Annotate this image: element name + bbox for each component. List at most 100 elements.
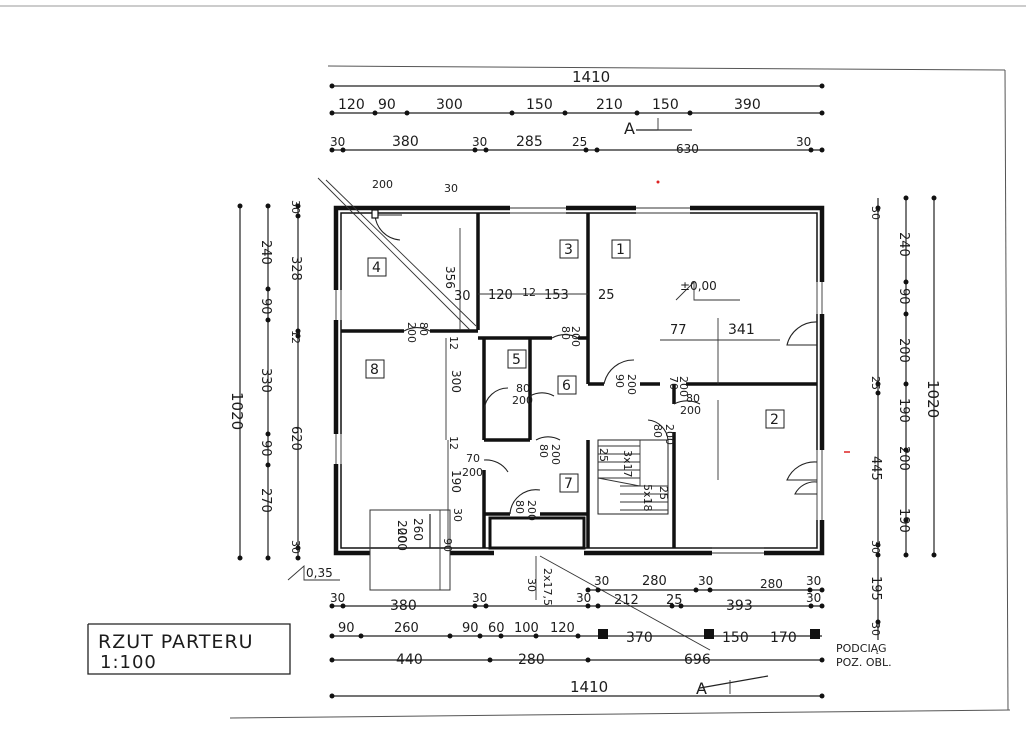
door-dim: 80: [537, 444, 550, 458]
inner-dim: 12: [522, 286, 536, 299]
room-8-label: 8: [370, 362, 379, 378]
bottom-r2-dim: 30: [576, 591, 591, 605]
top-row2-dim: 630: [676, 142, 699, 156]
door-dim: 200: [549, 444, 562, 465]
level-zero: ±0,00: [680, 279, 717, 293]
step-dim: 260: [411, 518, 425, 541]
left-dimensions: 1020 240 90 330 90 270 30 328 12 620 30: [228, 200, 303, 561]
overall-bottom-dim: 1410: [570, 678, 608, 696]
top-row1-dim: 90: [378, 97, 396, 113]
top-small-dim: 200: [372, 178, 393, 191]
bottom-r2-dim: 25: [666, 593, 683, 608]
interior-dimensions: 356 300 30 120 12 153 25 77 341 12 190 1…: [395, 228, 780, 606]
inner-dim: 120: [488, 288, 513, 303]
top-dimensions: 1410 120 90 300 150 210 150 390 30 380 3…: [329, 68, 825, 195]
right-outer-dim: 30: [869, 622, 882, 636]
level-markers: ±0,00 0,35: [287, 279, 740, 581]
left-outer-dim: 12: [289, 330, 302, 344]
right-outer-dim: 195: [868, 576, 883, 601]
left-outer-dim: 620: [288, 426, 303, 451]
left-inner-dim: 90: [258, 298, 273, 315]
door-dim: 80: [516, 382, 530, 395]
inner-dim: 190: [449, 470, 463, 493]
top-row2-dim: 30: [472, 135, 487, 149]
door-dim: 200: [525, 500, 538, 521]
bottom-r4-dim: 440: [396, 652, 423, 668]
right-outer-dim: 30: [869, 206, 882, 220]
bottom-r3-dim: 150: [722, 630, 749, 646]
entrance-steps: 260 200 90 30: [369, 508, 464, 591]
top-row2-dim: 30: [796, 135, 811, 149]
right-inner-dim: 240: [896, 232, 911, 257]
room-4-label: 4: [372, 260, 381, 276]
door-dim: 200: [462, 466, 483, 479]
bottom-r1-dim: 30: [806, 574, 821, 588]
door-dim: 80: [651, 424, 664, 438]
room-2-label: 2: [770, 412, 779, 428]
right-inner-dim: 190: [896, 398, 911, 423]
red-mark: [656, 180, 660, 184]
door-dim: 200: [625, 374, 638, 395]
top-row1-dim: 300: [436, 97, 463, 113]
inner-dim: 2x17,5: [541, 568, 554, 606]
left-inner-dim: 330: [258, 368, 273, 393]
top-row1-dim: 150: [526, 97, 553, 113]
right-inner-dim: 200: [896, 446, 911, 471]
bottom-r1-dim: 280: [642, 574, 667, 589]
top-small-dim: 30: [444, 182, 458, 195]
overall-left-dim: 1020: [228, 392, 246, 430]
door-dim: 90: [613, 374, 626, 388]
bottom-r2-dim: 30: [806, 591, 821, 605]
top-row1-dim: 390: [734, 97, 761, 113]
inner-dim: 25: [598, 288, 615, 303]
bottom-r2-dim: 380: [390, 598, 417, 614]
drawing-title: RZUT PARTERU: [98, 631, 254, 653]
bottom-r3-dim: 120: [550, 621, 575, 636]
bottom-r1-dim: 30: [594, 574, 609, 588]
right-inner-dim: 200: [896, 338, 911, 363]
bottom-r3-dim: 100: [514, 621, 539, 636]
top-row2-dim: 25: [572, 135, 587, 149]
section-label-top: A: [624, 119, 635, 138]
step-dim: 30: [451, 508, 464, 522]
frame-bottom: [229, 709, 1011, 719]
left-outer-dim: 328: [288, 256, 303, 281]
room-5-label: 5: [512, 352, 521, 368]
stair-dim: 3x17: [621, 450, 634, 478]
door-dim: 200: [512, 394, 533, 407]
left-inner-dim: 240: [258, 240, 273, 265]
bottom-r3-dim: 90: [338, 621, 355, 636]
staircase: 25 3x17 5x18 25: [597, 439, 670, 515]
room-7-label: 7: [564, 476, 573, 492]
inner-dim: 12: [447, 336, 460, 350]
bottom-r3-dim: 170: [770, 630, 797, 646]
title-block: RZUT PARTERU 1:100: [87, 623, 291, 675]
bottom-r1-dim: 280: [760, 577, 783, 591]
stair-dim: 5x18: [641, 484, 654, 512]
bottom-r3-dim: 370: [626, 630, 653, 646]
section-label-bottom: A: [696, 679, 707, 698]
drawing-scale: 1:100: [100, 652, 157, 673]
bottom-r4-dim: 280: [518, 652, 545, 668]
door-dim: 200: [663, 424, 676, 445]
room-labels: 1 2 3 4 5 6 7 8: [365, 239, 785, 493]
step-dim: 90: [441, 538, 454, 552]
overall-right-dim: 1020: [924, 380, 942, 418]
left-outer-dim: 30: [289, 200, 302, 214]
left-outer-dim: 30: [289, 540, 302, 554]
inner-dim: 300: [449, 370, 463, 393]
top-row2-dim: 30: [330, 135, 345, 149]
section-line: [317, 177, 711, 651]
door-dim: 70: [667, 376, 680, 390]
top-row2-dim: 380: [392, 134, 419, 150]
inner-dim: 356: [443, 266, 457, 289]
door-dim: 200: [569, 326, 582, 347]
top-row1-dim: 210: [596, 97, 623, 113]
bottom-r2-dim: 393: [726, 598, 753, 614]
inner-dim: 153: [544, 288, 569, 303]
beam-note: PODCIĄG POZ. OBL.: [836, 642, 892, 669]
stair-dim: 25: [657, 486, 670, 500]
inner-dim: 12: [447, 436, 460, 450]
door-dim: 80: [559, 326, 572, 340]
bottom-r2-dim: 212: [614, 593, 639, 608]
